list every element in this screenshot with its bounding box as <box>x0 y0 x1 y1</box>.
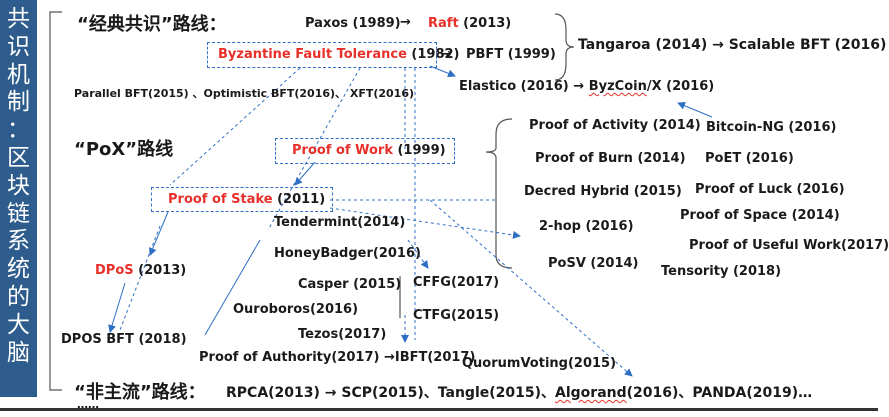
sidebar-char: 脑 <box>7 339 30 366</box>
sidebar-char: 机 <box>7 61 30 88</box>
sidebar-char: 系 <box>7 228 30 255</box>
node-dpos-bft: DPOS BFT (2018) <box>61 332 187 347</box>
sidebar-char: 区 <box>7 144 30 171</box>
node-useful-work: Proof of Useful Work(2017) <box>689 238 889 253</box>
node-posv: PoSV (2014) <box>548 256 639 271</box>
node-tangaroa: Tangaroa (2014) → Scalable BFT (2016) <box>578 37 887 53</box>
pow-name: Proof of Work <box>292 143 393 158</box>
node-burn: Proof of Burn (2014) <box>535 151 686 166</box>
node-parallel-bft: Parallel BFT(2015) 、Optimistic BFT(2016)… <box>74 87 415 100</box>
node-tensority: Tensority (2018) <box>661 264 782 279</box>
bft-name: Byzantine Fault Tolerance <box>218 47 407 62</box>
node-ouroboros: Ouroboros(2016) <box>233 302 359 317</box>
node-tezos: Tezos(2017) <box>298 327 387 342</box>
node-quorum: QuorumVoting(2015) <box>462 356 617 371</box>
node-luck: Proof of Luck (2016) <box>695 182 845 197</box>
ellipsis: …… <box>77 398 99 411</box>
line-dpos-dposbft <box>119 225 161 331</box>
node-nonmainstream-list: RPCA(2013) → SCP(2015)、Tangle(2015)、Algo… <box>226 382 812 402</box>
arrow-pos-honeybadger <box>329 207 521 239</box>
arrow-pos-dpos <box>149 211 169 256</box>
line-bft-pos <box>169 67 301 186</box>
node-raft: Raft (2013) <box>428 16 511 31</box>
classic-bracket <box>554 13 575 81</box>
sidebar-char: 大 <box>7 311 30 338</box>
dpos-year: (2013) <box>133 263 187 278</box>
sidebar-char: 块 <box>7 172 30 199</box>
algorand-text: Algorand <box>555 385 627 401</box>
bottom-divider <box>0 408 878 411</box>
node-pbft: PBFT (1999) <box>466 47 556 62</box>
node-bitcoin-ng: Bitcoin-NG (2016) <box>706 120 837 135</box>
pox-brace <box>485 118 513 269</box>
raft-name: Raft <box>428 16 459 31</box>
node-authority: Proof of Authority(2017) →IBFT(2017) <box>199 350 476 365</box>
node-ctfg: CTFG(2015) <box>413 308 500 323</box>
arrow-bft-pbft: → <box>441 47 452 62</box>
bft-box <box>207 42 437 68</box>
dpos-name: DPoS <box>95 263 134 278</box>
byzcoin-suffix: /X (2016) <box>646 79 715 94</box>
node-elastico: Elastico (2016) → ByzCoin/X (2016) <box>459 79 714 94</box>
sidebar-char: ： <box>7 117 30 144</box>
node-poet: PoET (2016) <box>705 151 794 166</box>
line-bft-tendermint <box>267 67 361 231</box>
node-dpos: DPoS (2013) <box>95 263 186 278</box>
node-pow: Proof of Work (1999) <box>292 143 446 158</box>
byzcoin-text: ByzCoin <box>588 79 647 94</box>
arrow-pos-algorand <box>429 199 633 377</box>
line-dpos-bft <box>108 282 126 333</box>
arrow-bitcoinng-byzcoin <box>677 101 713 118</box>
dpos-bracket <box>204 239 261 336</box>
node-pos: Proof of Stake (2011) <box>168 192 325 207</box>
node-activity: Proof of Activity (2014) <box>529 118 701 133</box>
node-tendermint: Tendermint(2014) <box>274 215 406 230</box>
sidebar-char: 制 <box>7 89 30 116</box>
nonmain-b: (2016)、PANDA(2019)… <box>626 385 813 401</box>
raft-year: (2013) <box>458 16 512 31</box>
section-pox: “PoX”路线 <box>74 139 174 160</box>
node-honeybadger: HoneyBadger(2016) <box>274 246 421 261</box>
arrow-paxos-raft: → <box>400 15 411 30</box>
sidebar-char: 的 <box>7 283 30 310</box>
bft-year: (1982) <box>406 47 460 62</box>
section-nonmainstream: “非主流”路线： <box>74 382 206 403</box>
sidebar-char: 识 <box>7 33 30 60</box>
node-decred: Decred Hybrid (2015) <box>524 184 682 199</box>
node-casper: Casper (2015) <box>298 277 402 292</box>
pos-box <box>151 187 333 212</box>
pow-year: (1999) <box>392 143 446 158</box>
pos-year: (2011) <box>272 192 326 207</box>
node-twohop: 2-hop (2016) <box>539 219 634 234</box>
elastico-text: Elastico (2016) → <box>459 79 589 94</box>
node-cffg: CFFG(2017) <box>413 275 500 290</box>
sidebar-char: 统 <box>7 256 30 283</box>
section-classic: “经典共识”路线： <box>77 14 227 35</box>
sidebar-banner: 共 识 机 制 ： 区 块 链 系 统 的 大 脑 <box>0 0 37 397</box>
main-bracket <box>49 11 62 391</box>
sidebar-char: 共 <box>7 6 30 32</box>
sidebar-char: 链 <box>7 200 30 227</box>
node-paxos: Paxos (1989) <box>305 16 401 31</box>
node-bft: Byzantine Fault Tolerance (1982) <box>218 47 460 62</box>
pow-box <box>275 138 455 164</box>
node-space: Proof of Space (2014) <box>680 208 840 223</box>
pos-name: Proof of Stake <box>168 192 273 207</box>
arrow-pow-pos <box>294 161 316 186</box>
nonmain-a: RPCA(2013) → SCP(2015)、Tangle(2015)、 <box>226 385 556 401</box>
sidebar-title: 共 识 机 制 ： 区 块 链 系 统 的 大 脑 <box>3 6 34 367</box>
